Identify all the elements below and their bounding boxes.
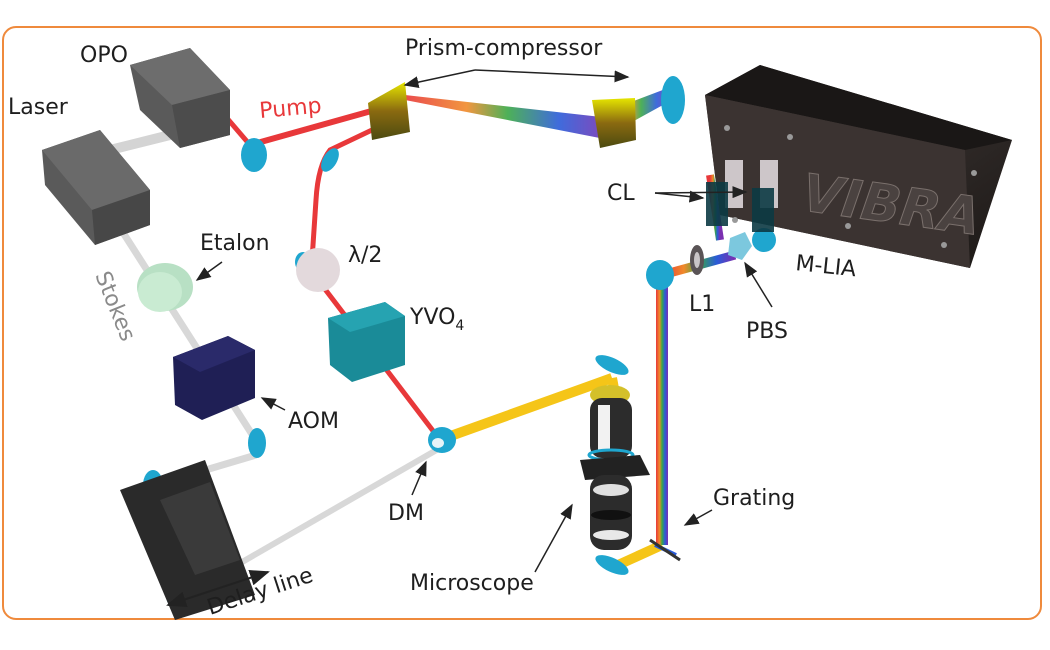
mirror-prism-end: [661, 76, 685, 124]
figure-frame: [2, 26, 1042, 620]
opo-box: [130, 48, 230, 148]
label-yvo4-main: YVO: [409, 305, 455, 330]
laser-opo-beam: [108, 130, 172, 155]
laser-box: [42, 130, 150, 245]
label-grating: Grating: [713, 486, 795, 511]
label-stokes: Stokes: [89, 268, 140, 345]
stokes-beam: [112, 218, 265, 452]
dispersed-beam-fan: [405, 95, 610, 140]
cylindrical-lens-1: [706, 182, 728, 226]
mirror-spectral: [646, 260, 674, 290]
spectral-beam-vertical: [656, 275, 668, 545]
prism-2: [592, 98, 636, 148]
label-aom: AOM: [288, 409, 339, 434]
label-dm: DM: [388, 501, 424, 526]
mirror-microscope-bottom: [595, 555, 629, 575]
label-etalon: Etalon: [200, 231, 270, 256]
mlia-box: VIBRA: [705, 65, 1012, 268]
label-yvo4-sub: 4: [455, 318, 464, 334]
label-microscope: Microscope: [410, 571, 534, 596]
label-l1: L1: [689, 292, 715, 317]
delay-line-arrow: [166, 570, 270, 607]
label-pbs: PBS: [746, 319, 788, 344]
half-wave-plate: [295, 248, 340, 292]
cl-arrow-1: [654, 190, 705, 203]
label-prism-compressor: Prism-compressor: [405, 36, 603, 61]
mirror-pump-return: [321, 148, 339, 172]
microscope: [580, 385, 650, 550]
etalon: [137, 263, 193, 312]
yvo4-crystal: [328, 302, 405, 382]
prism-1: [368, 82, 410, 140]
label-mlia: M-LIA: [794, 251, 857, 282]
etalon-arrow: [195, 261, 223, 281]
cl-arrow-2: [654, 186, 748, 199]
mirror-cl: [752, 228, 776, 252]
mirror-opo: [241, 138, 267, 172]
pbs-cube: [728, 232, 752, 260]
label-cl: CL: [607, 181, 635, 206]
label-yvo4: YVO4: [409, 305, 464, 334]
mirror-stokes: [248, 428, 266, 458]
prism-arrow-left: [403, 69, 476, 89]
lens-l1: [690, 245, 704, 275]
pbs-arrow: [744, 261, 773, 308]
label-pump: Pump: [258, 94, 322, 124]
mirror-microscope-top: [595, 355, 629, 375]
dichroic-mirror: [428, 427, 456, 453]
aom-arrow: [260, 397, 286, 411]
combined-beam: [443, 373, 614, 443]
cylindrical-lens-2: [752, 188, 774, 232]
pump-beam: [249, 107, 376, 148]
combined-beam-bottom: [615, 540, 665, 570]
grating-arrow: [683, 509, 713, 526]
label-laser: Laser: [8, 95, 69, 120]
microscope-arrow: [534, 503, 573, 573]
grating-element: [649, 538, 681, 562]
prism-arrow-right: [474, 69, 630, 83]
pump-beam-return: [309, 127, 374, 261]
aom-box: [173, 336, 255, 420]
label-opo: OPO: [80, 43, 128, 68]
dm-arrow: [411, 460, 427, 496]
label-half-wave: λ/2: [348, 243, 382, 268]
